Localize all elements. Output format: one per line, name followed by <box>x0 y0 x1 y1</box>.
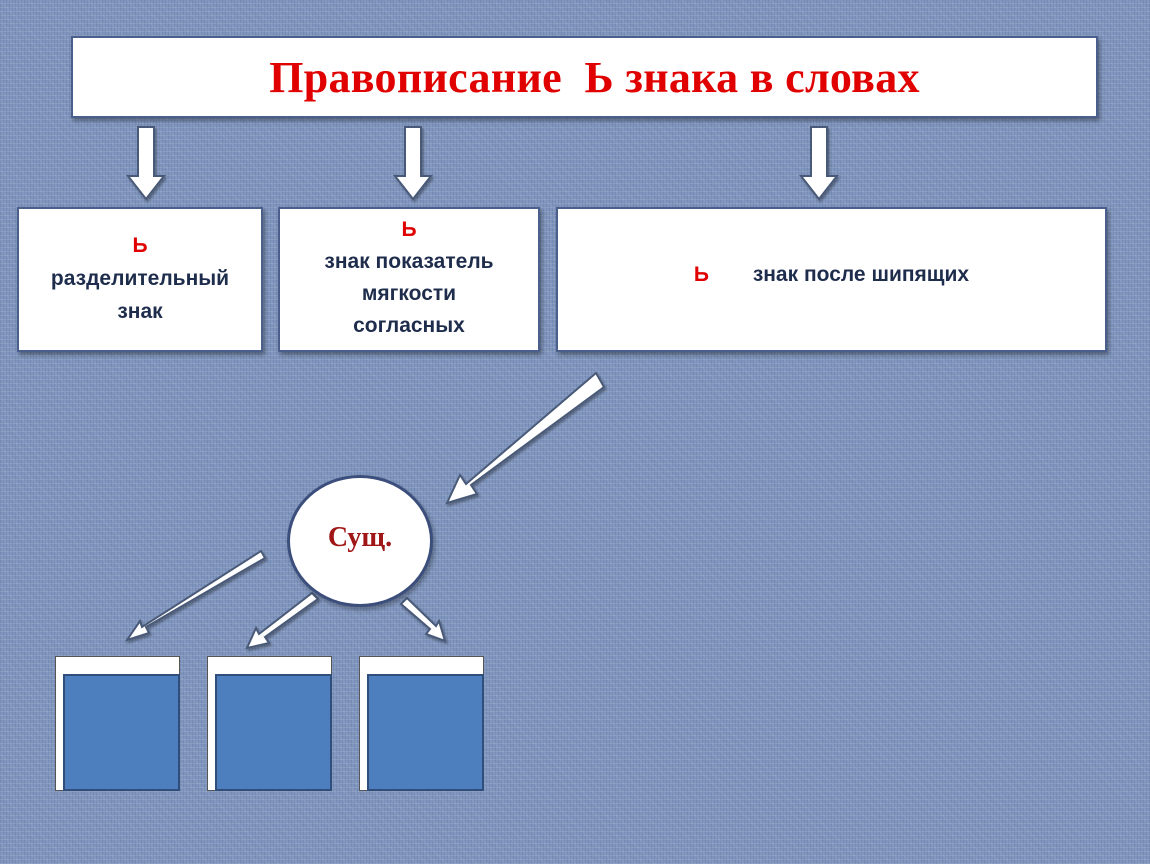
arrow-icon-left <box>124 549 267 642</box>
sub-box-fill <box>63 674 180 791</box>
sub-box-fill <box>215 674 332 791</box>
down-arrow-icon-2 <box>392 126 434 201</box>
separating-sign-box: Ь разделительный знак <box>17 207 263 352</box>
diagram-title: Правописание Ь знака в словах <box>269 52 920 102</box>
category-label-line: разделительный <box>50 267 230 290</box>
sub-box-2 <box>207 656 334 793</box>
arrow-icon-middle <box>245 591 320 650</box>
arrow-icon-right <box>399 596 447 643</box>
title-box: Правописание Ь знака в словах <box>71 36 1098 118</box>
diagonal-arrow-icon <box>445 371 606 505</box>
softness-sign-box: Ь знак показатель мягкости согласных <box>278 207 540 352</box>
category-label-line: знак показатель <box>324 250 494 273</box>
category-label-line: согласных <box>353 314 465 337</box>
sub-box-3 <box>359 656 486 793</box>
noun-label: Сущ. <box>327 522 393 553</box>
category-label-line: знак <box>117 300 163 323</box>
soft-sign-char: Ь <box>693 263 709 286</box>
soft-sign-char: Ь <box>401 218 417 241</box>
down-arrow-icon-1 <box>125 126 167 201</box>
soft-sign-char: Ь <box>132 234 148 257</box>
sub-box-fill <box>367 674 484 791</box>
down-arrow-icon-3 <box>798 126 840 201</box>
sub-box-1 <box>55 656 182 793</box>
category-label-line: знак после шипящих <box>752 263 970 286</box>
category-label-line: мягкости <box>361 282 457 305</box>
after-sibilants-box: Ь знак после шипящих <box>556 207 1107 352</box>
noun-circle: Сущ. <box>287 475 433 607</box>
